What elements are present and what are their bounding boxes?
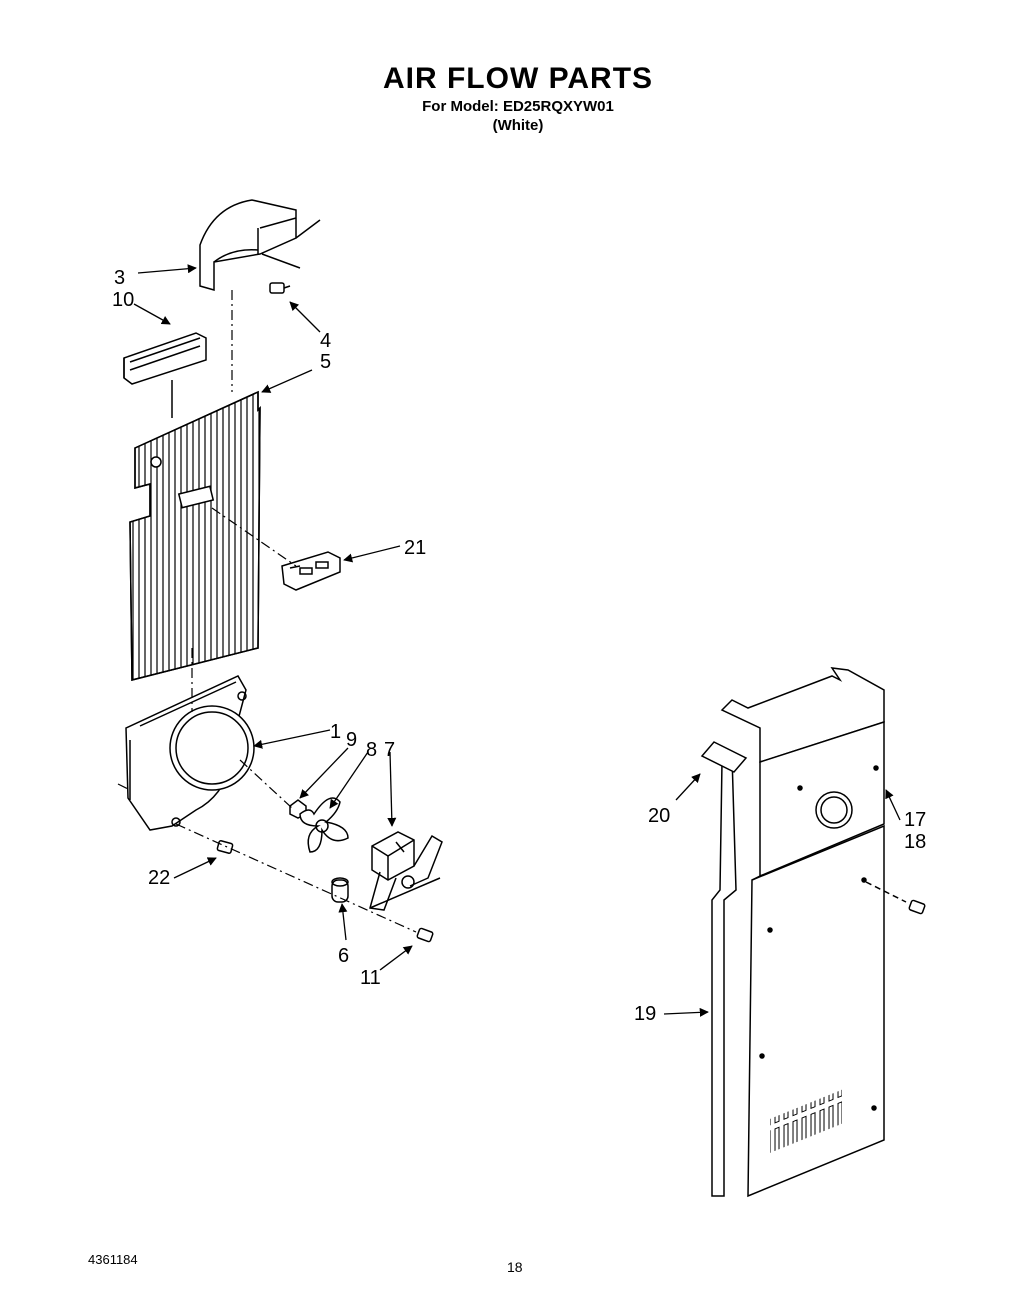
callout-5: 5: [320, 351, 331, 373]
callout-9: 9: [346, 729, 357, 751]
model-line: For Model: ED25RQXYW01: [422, 98, 614, 115]
page-number: 18: [507, 1259, 523, 1275]
callout-21: 21: [404, 537, 426, 559]
part-11-screw: [416, 927, 434, 943]
callout-20: 20: [648, 805, 670, 827]
color-line: (White): [492, 117, 544, 134]
part-18-screw: [865, 881, 926, 915]
part-10-grommet: [331, 877, 349, 903]
part-3-duct-cover: [199, 199, 321, 291]
part-21-bracket: [281, 551, 341, 591]
callout-17: 17: [904, 809, 926, 831]
callout-labels: 3 10 4 5 21 1 9 8 7 22 6 7 7 11 17 18 18…: [112, 267, 926, 1025]
alignment-lines: [117, 290, 417, 933]
callout-7: 7: [384, 739, 395, 761]
part-17-cover-panel: [720, 667, 885, 1198]
part-6-grille: [123, 332, 207, 418]
part-5-evaporator-cover: [129, 390, 261, 681]
part-7-fan-motor: [369, 831, 443, 911]
callout-1: 1: [330, 721, 341, 743]
leader-arrows: [133, 264, 901, 1017]
page-title: AIR FLOW PARTS: [382, 62, 654, 95]
callout-eleven: 11: [360, 967, 381, 989]
callout-10: 6: [338, 945, 349, 967]
callout-22: 22: [148, 867, 170, 889]
callout-6: 10: [112, 289, 134, 311]
part-20-tape: [700, 741, 748, 773]
part-1-fan-shroud: [125, 675, 255, 831]
document-number: 4361184: [88, 1252, 138, 1267]
callout-3: 3: [114, 267, 125, 289]
callout-4: 4: [320, 330, 331, 352]
callout-18-label: 18: [904, 831, 926, 853]
part-4-screw: [269, 282, 291, 294]
callout-8: 8: [366, 739, 377, 761]
part-8-fan-blade: [299, 797, 349, 853]
callout-19: 19: [634, 1003, 656, 1025]
part-22-screw: [216, 840, 234, 854]
part-19-side-strip: [711, 754, 737, 1197]
